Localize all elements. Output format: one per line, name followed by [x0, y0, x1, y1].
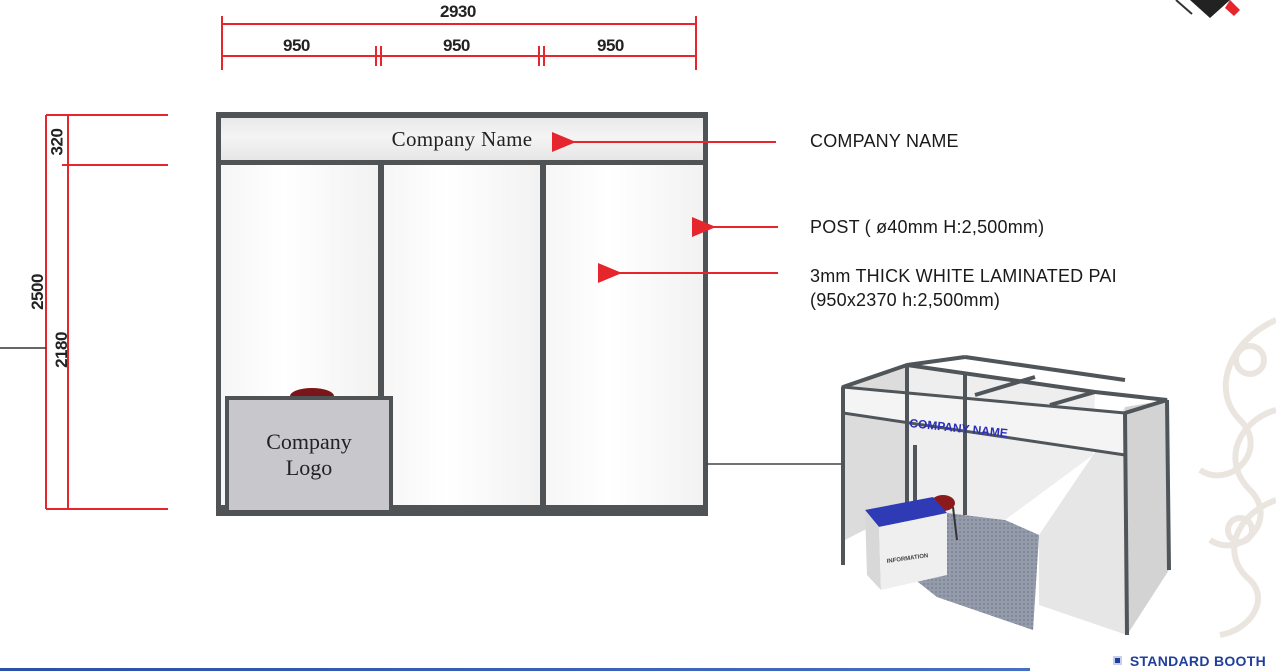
panel-width-label-2: 950 [443, 36, 470, 55]
corner-badge-icon [1175, 0, 1240, 18]
callout-post: POST ( ø40mm H:2,500mm) [810, 217, 1045, 237]
footer-rule [0, 668, 1030, 671]
company-logo-box: Company Logo [225, 396, 393, 514]
total-width-label: 2930 [440, 2, 476, 21]
top-dimension-lines [221, 16, 697, 70]
footer-title-text: STANDARD BOOTH [1129, 653, 1266, 669]
footer-square-icon [1112, 656, 1122, 665]
fascia-company-name: Company Name [391, 126, 533, 151]
logo-text-line2: Logo [285, 455, 333, 480]
booth-3d-illustration: COMPANY NAME INFORMATION [841, 355, 1171, 635]
callout-panel-line1: 3mm THICK WHITE LAMINATED PAI [810, 266, 1117, 286]
wall-panel-2 [384, 165, 540, 505]
wall-panel-3 [546, 165, 703, 505]
panel-width-label-1: 950 [283, 36, 310, 55]
ornament-watermark [1198, 317, 1276, 638]
footer-title: STANDARD BOOTH [1112, 653, 1266, 669]
callout-company-name: COMPANY NAME [810, 131, 959, 151]
logo-text-line1: Company [266, 429, 352, 454]
fascia-board: Company Name [221, 118, 703, 160]
left-dimension-lines [0, 114, 168, 510]
panel-width-label-3: 950 [597, 36, 624, 55]
booth-3d-desk-text: INFORMATION [886, 553, 928, 565]
callout-panel-line2: (950x2370 h:2,500mm) [810, 290, 1001, 310]
